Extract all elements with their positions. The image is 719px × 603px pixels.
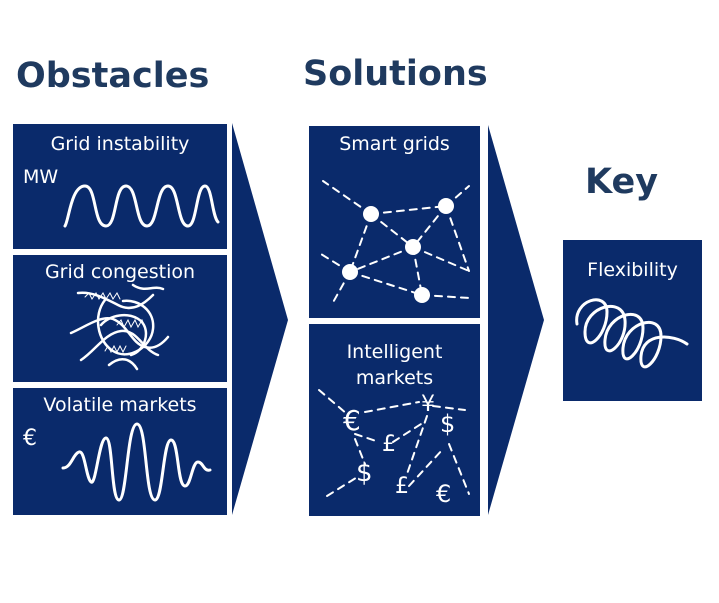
yen-symbol: ¥ (421, 392, 435, 417)
intelligent-markets-title-line1: Intelligent (346, 341, 443, 363)
euro-symbol: € (436, 480, 452, 508)
grid-congestion-title: Grid congestion (44, 261, 196, 283)
grid-congestion-box: Grid congestion (13, 255, 227, 382)
flexibility-title: Flexibility (587, 259, 678, 281)
dollar-symbol: $ (440, 410, 456, 438)
network-node (438, 198, 454, 214)
smart-grids-title: Smart grids (339, 133, 450, 155)
pound-symbol: £ (382, 432, 396, 457)
wave-icon (63, 184, 220, 228)
market-links-icon (318, 389, 470, 497)
solutions-heading: Solutions (303, 54, 488, 94)
tangle-icon (69, 283, 170, 371)
pound-symbol: £ (395, 474, 409, 499)
flexibility-box: Flexibility (563, 240, 702, 401)
euro-symbol: € (343, 404, 361, 437)
wave-icon (61, 422, 212, 502)
grid-instability-box: Grid instability MW (13, 124, 227, 249)
euro-icon: € (23, 426, 37, 451)
grid-instability-title: Grid instability (50, 133, 190, 155)
coil-icon (575, 298, 689, 369)
intelligent-markets-box: Intelligent markets € ¥ $ £ $ £ € (309, 324, 480, 516)
key-heading: Key (585, 162, 659, 202)
network-node (342, 264, 358, 280)
network-node (414, 287, 430, 303)
dollar-symbol: $ (356, 458, 373, 488)
intelligent-markets-title-line2: markets (355, 367, 434, 389)
network-node (363, 206, 379, 222)
network-node (405, 239, 421, 255)
smart-grids-box: Smart grids (309, 126, 480, 318)
network-icon (320, 180, 470, 307)
volatile-markets-title: Volatile markets (43, 394, 197, 416)
mw-label: MW (23, 166, 59, 188)
volatile-markets-box: Volatile markets € (13, 388, 227, 515)
obstacles-heading: Obstacles (16, 56, 210, 96)
